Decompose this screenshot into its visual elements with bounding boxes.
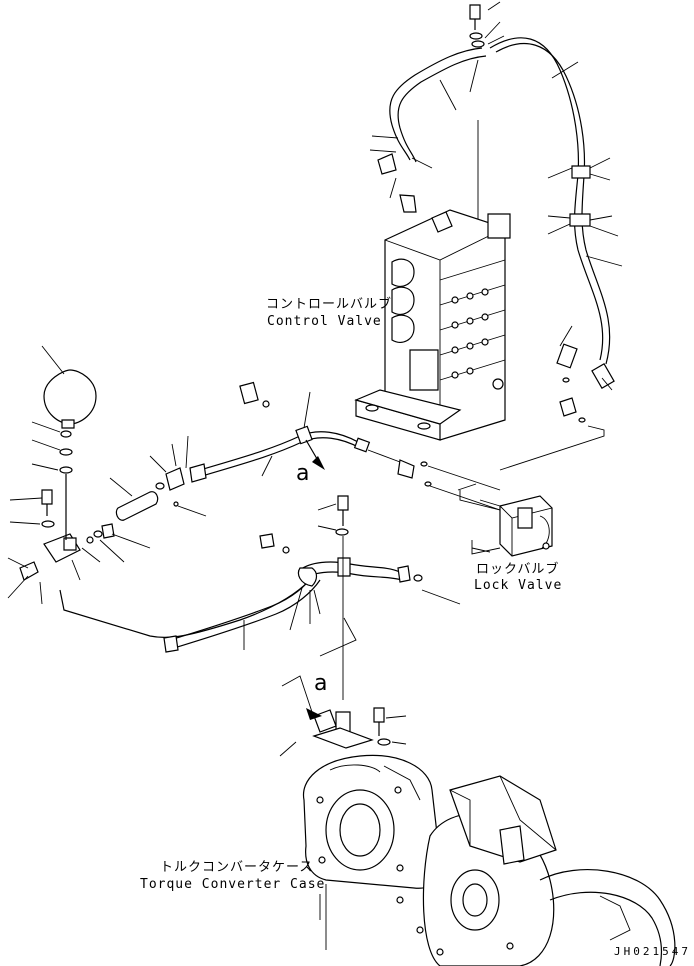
control-valve-label-jp: コントロールバルブ bbox=[266, 297, 393, 312]
top-clamp-assembly bbox=[470, 2, 504, 47]
control-valve-body bbox=[356, 210, 510, 440]
bracket-bolt-assembly bbox=[280, 496, 406, 756]
right-hose-fittings bbox=[500, 326, 614, 470]
lower-hose bbox=[60, 534, 460, 656]
upper-left-fittings bbox=[378, 154, 416, 212]
torque-converter-case bbox=[303, 755, 674, 966]
control-valve-label-en: Control Valve bbox=[267, 314, 382, 329]
accumulator-assembly bbox=[8, 346, 100, 604]
torque-case-label-jp: トルクコンバータケース bbox=[160, 860, 314, 875]
upper-hoses bbox=[370, 38, 622, 364]
torque-case-label-en: Torque Converter Case bbox=[140, 877, 326, 892]
lock-valve-label-jp: ロックバルブ bbox=[476, 562, 560, 577]
drawing-code: JH021547 bbox=[614, 945, 691, 958]
view-ref-upper: a bbox=[296, 461, 310, 486]
middle-hose-assembly bbox=[190, 382, 500, 510]
lock-valve-label-en: Lock Valve bbox=[474, 578, 563, 593]
view-ref-lower: a bbox=[314, 671, 328, 696]
lock-valve bbox=[458, 484, 552, 556]
filter-cylinder bbox=[87, 436, 206, 562]
